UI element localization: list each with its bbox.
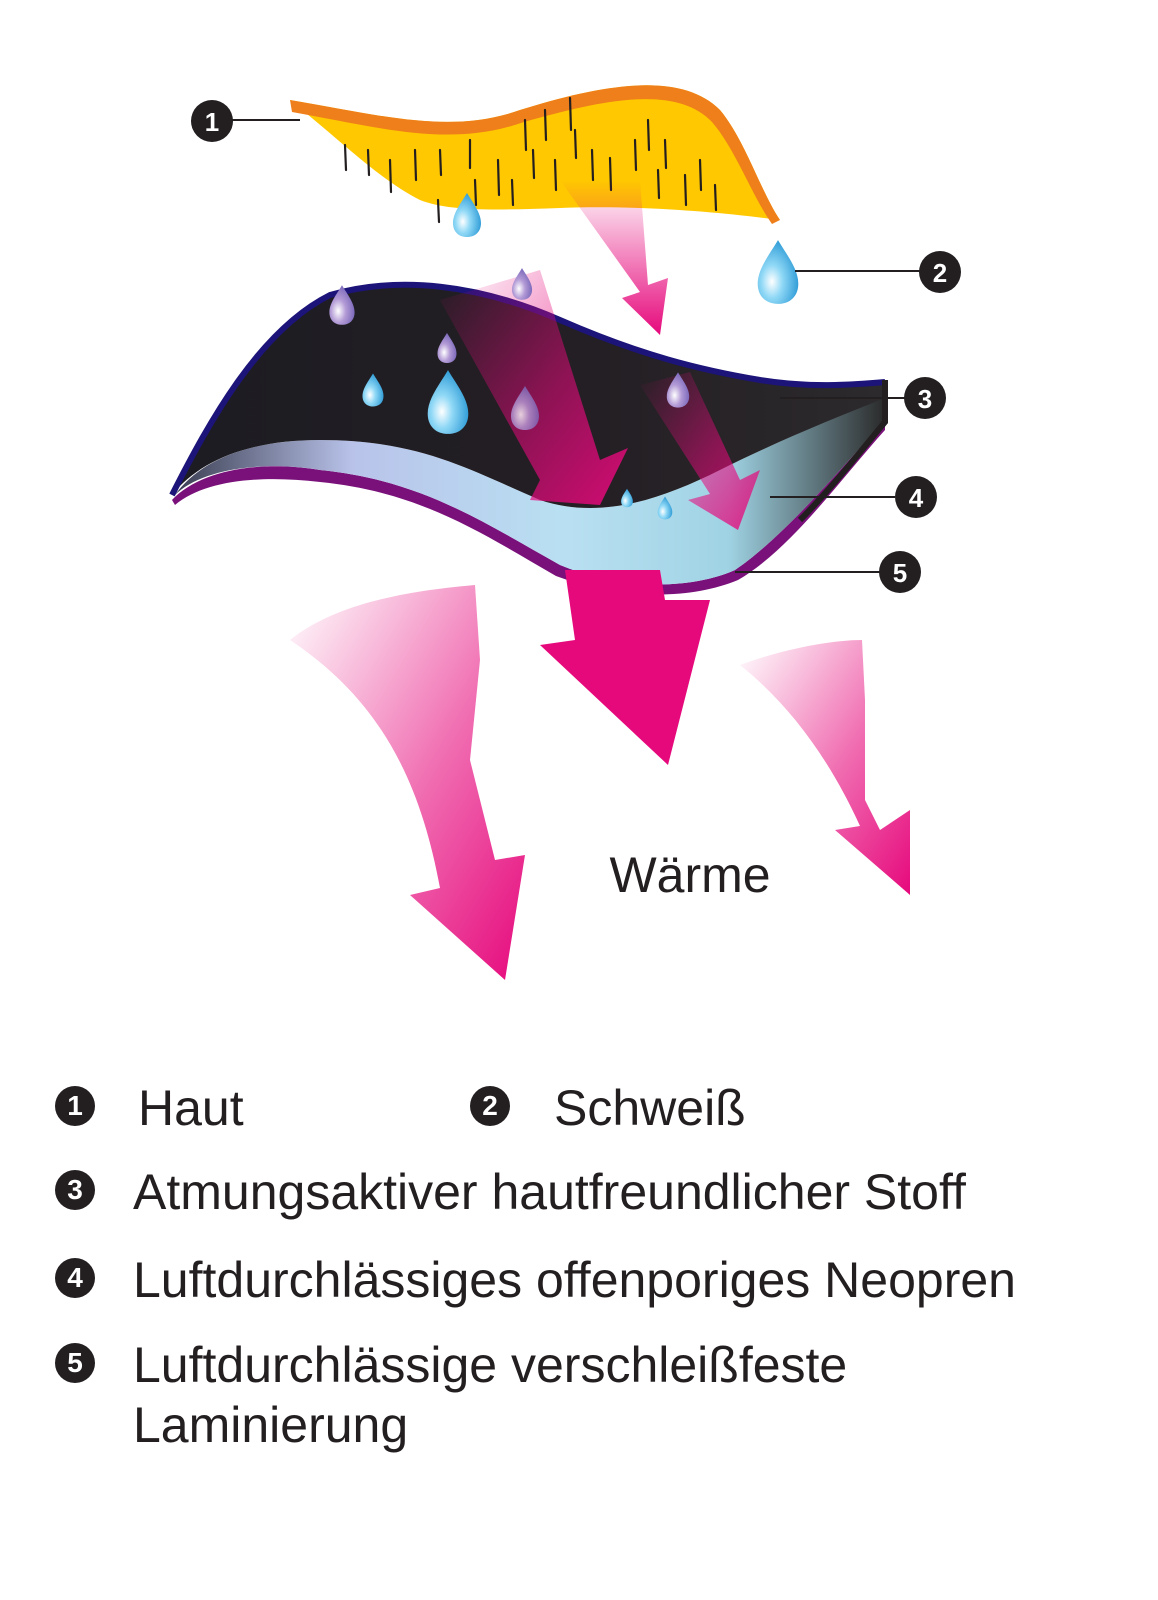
svg-text:2: 2 <box>933 258 947 288</box>
callout-1: 1 <box>191 100 300 142</box>
legend-item-sweat: 2 Schweiß <box>470 1078 746 1138</box>
skin-hairs <box>343 96 718 224</box>
heat-arrow-right <box>740 640 910 895</box>
legend-badge-2: 2 <box>470 1086 510 1126</box>
svg-text:5: 5 <box>893 558 907 588</box>
legend-label-sweat: Schweiß <box>554 1080 746 1136</box>
callout-3: 3 <box>780 377 946 419</box>
layer-diagram: 1 2 3 4 5 Wärme <box>169 85 961 980</box>
legend-badge-4: 4 <box>55 1258 95 1298</box>
legend-label-fabric: Atmungsaktiver hautfreundlicher Stoff <box>133 1164 966 1220</box>
heat-arrow-center-top <box>440 270 628 505</box>
legend-label-neoprene: Luftdurchlässiges offenporiges Neopren <box>133 1252 1016 1308</box>
legend-badge-5: 5 <box>55 1343 95 1383</box>
legend-label-skin: Haut <box>138 1080 244 1136</box>
legend-item-fabric: 3 Atmungsaktiver hautfreundlicher Stoff <box>55 1162 966 1222</box>
heat-label: Wärme <box>609 847 770 903</box>
svg-text:4: 4 <box>909 483 924 513</box>
heat-arrow-right-inner <box>640 372 760 530</box>
svg-text:1: 1 <box>205 107 219 137</box>
legend-label-laminate: Luftdurchlässige verschleißfeste Laminie… <box>133 1337 848 1453</box>
skin-layer <box>290 85 780 224</box>
svg-text:3: 3 <box>918 384 932 414</box>
callout-2: 2 <box>795 251 961 293</box>
legend-item-neoprene: 4 Luftdurchlässiges offenporiges Neopren <box>55 1250 1016 1310</box>
legend-item-laminate: 5 Luftdurchlässige verschleißfeste Lamin… <box>55 1335 933 1455</box>
legend-badge-3: 3 <box>55 1170 95 1210</box>
legend-badge-1: 1 <box>55 1086 95 1126</box>
callout-5: 5 <box>735 551 921 593</box>
callout-4: 4 <box>770 476 937 518</box>
heat-arrow-upper <box>560 180 668 335</box>
heat-arrow-center-bottom <box>540 570 710 765</box>
legend-item-skin: 1 Haut <box>55 1078 244 1138</box>
heat-arrow-left <box>290 585 525 980</box>
